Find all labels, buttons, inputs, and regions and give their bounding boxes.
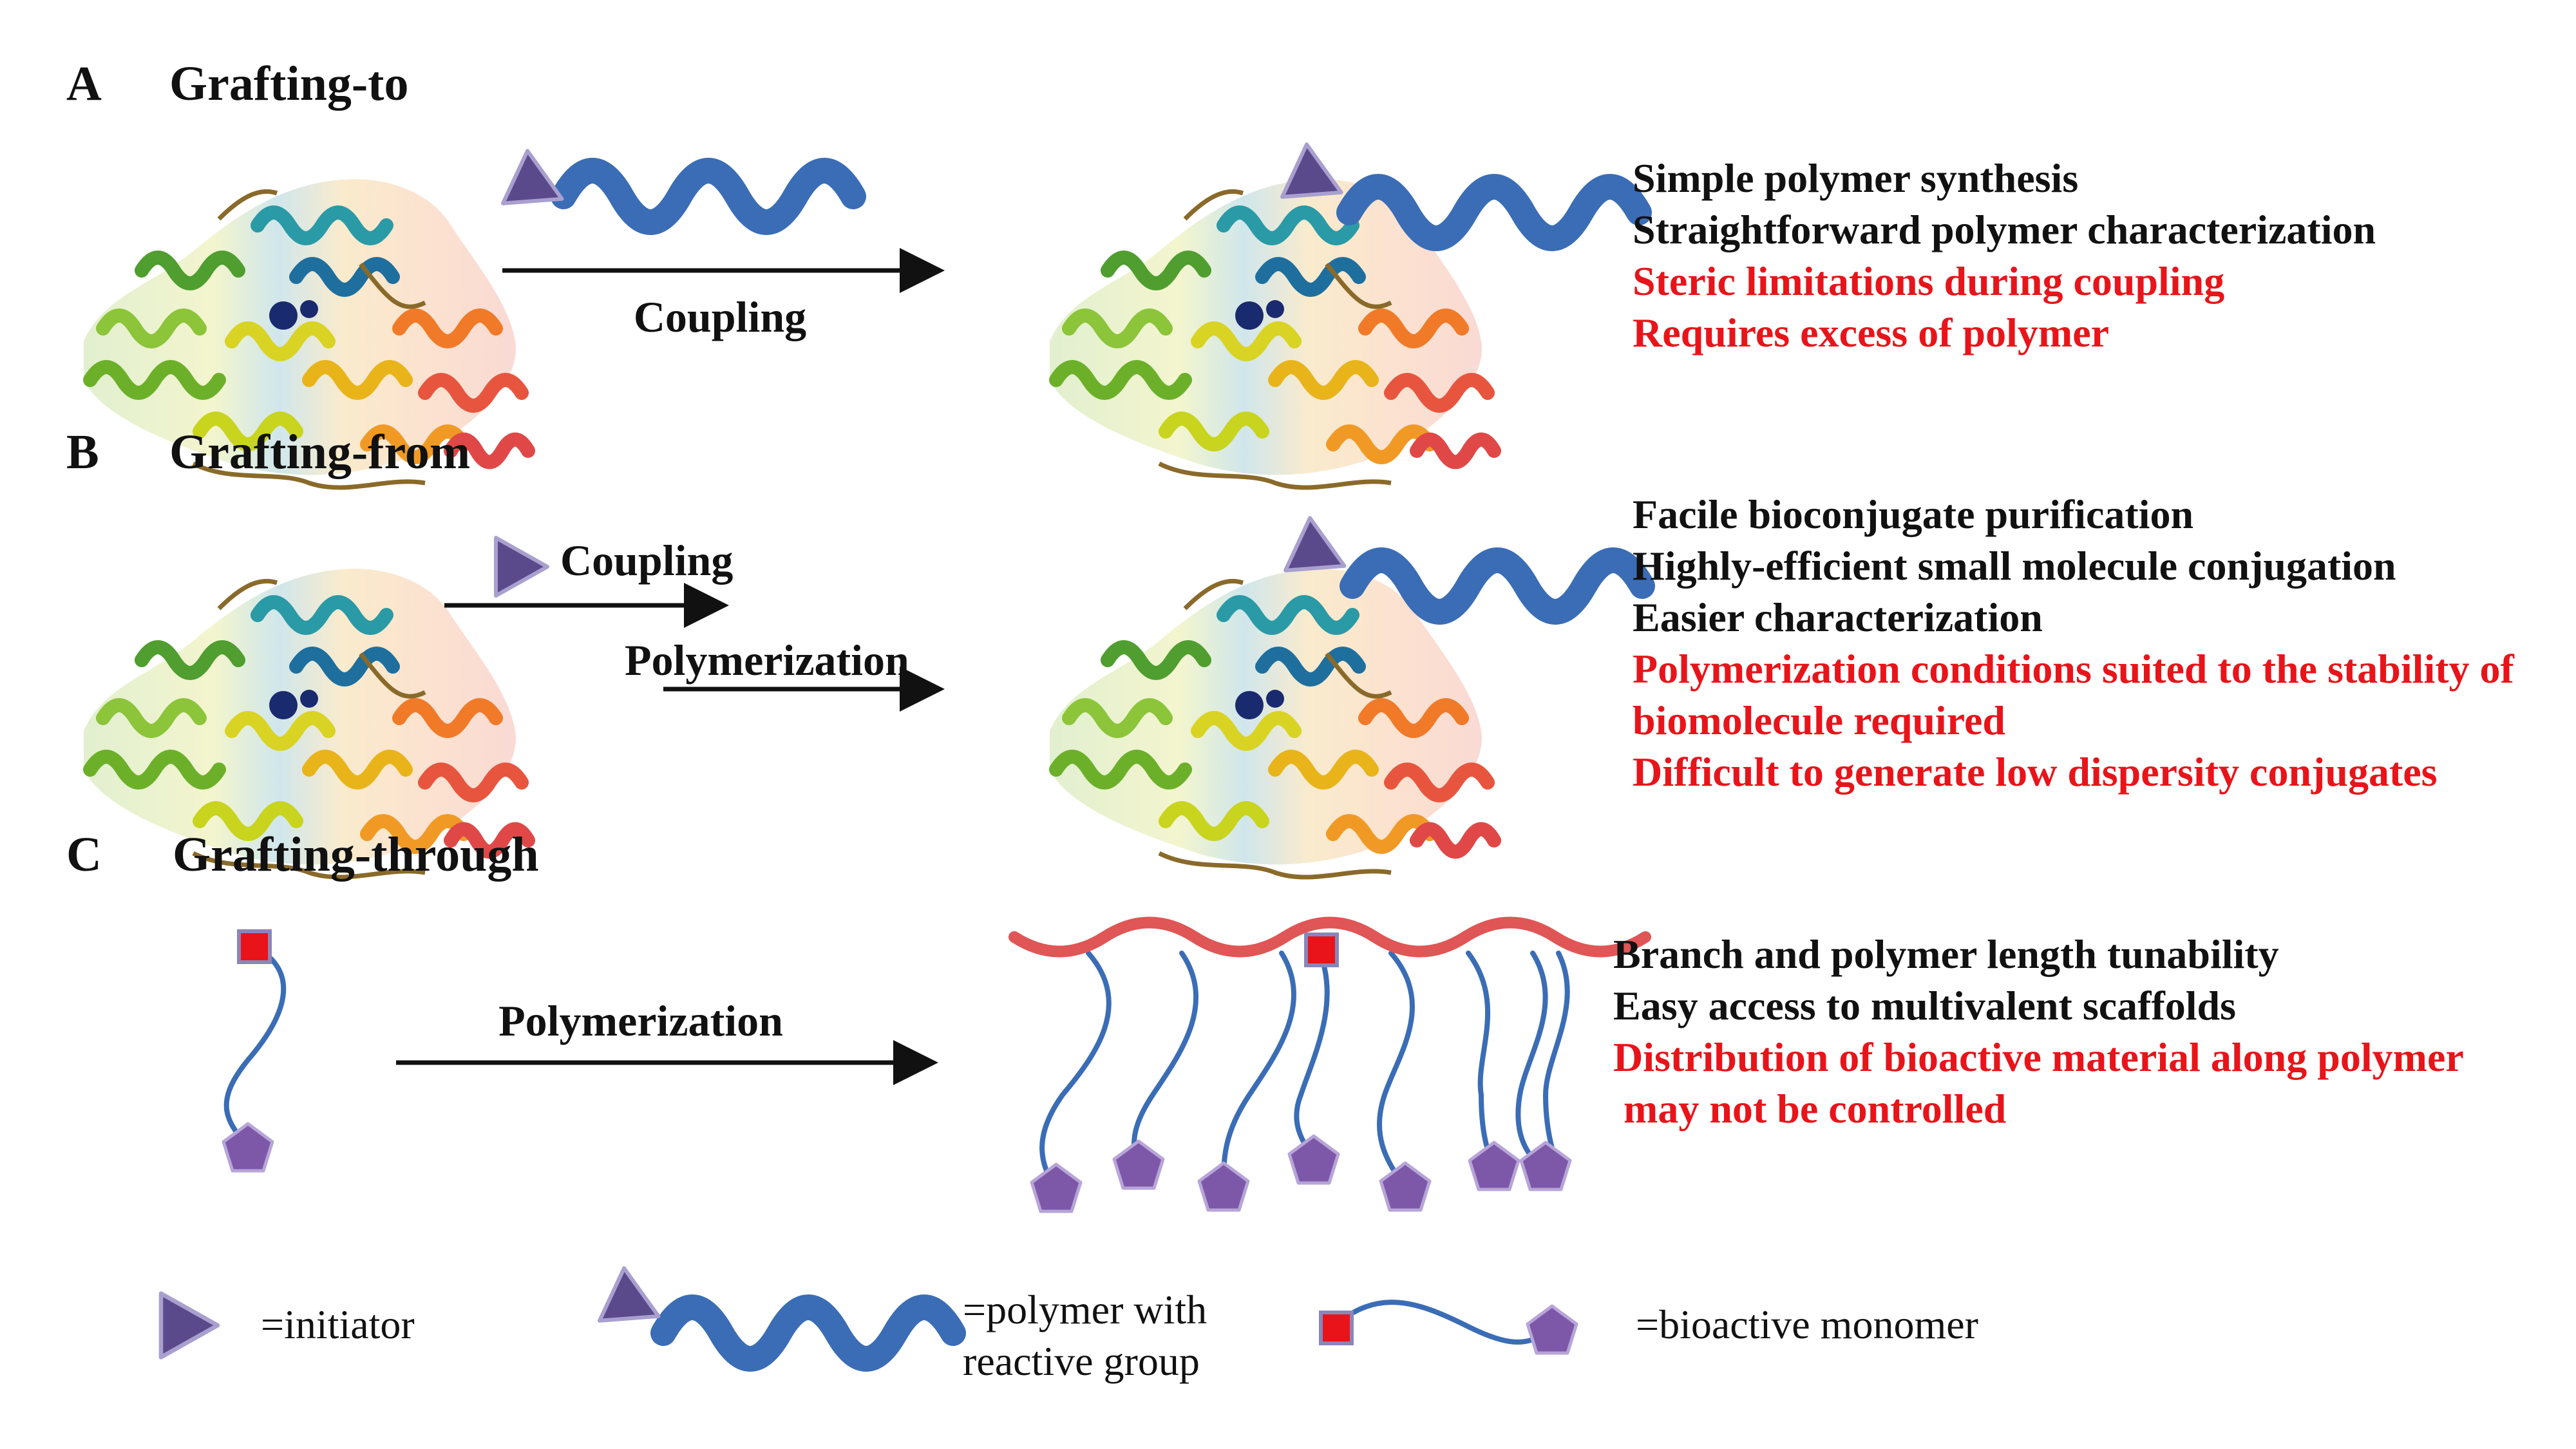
panel-b-limitation: Polymerization conditions suited to the … [1633, 646, 2515, 692]
arrow-label-b-polymerization: Polymerization [625, 636, 909, 685]
panel-b-letter: B [66, 425, 99, 479]
panel-b-advantage: Easier characterization [1633, 594, 2043, 640]
panel-c-advantage: Easy access to multivalent scaffolds [1613, 983, 2236, 1028]
arrow-label-a-coupling: Coupling [634, 292, 806, 341]
bioactive-monomer-icon [1321, 1300, 1577, 1353]
panel-c-advantage: Branch and polymer length tunability [1613, 931, 2279, 977]
initiator-triangle-icon [161, 1294, 218, 1358]
panel-c-title: Grafting-through [173, 828, 539, 882]
panel-a-letter: A [66, 57, 102, 111]
bioactive-monomer-c [223, 931, 287, 1171]
legend-initiator-label: =initiator [261, 1302, 415, 1347]
legend-monomer-label: =bioactive monomer [1636, 1302, 1978, 1347]
grown-polymer-b [1285, 518, 1655, 625]
arrow-label-b-coupling: Coupling [560, 536, 733, 585]
panel-b-advantage: Highly-efficient small molecule conjugat… [1633, 543, 2396, 589]
panel-a-properties: Simple polymer synthesis Straightforward… [1633, 155, 2376, 355]
panel-b-advantage: Facile bioconjugate purification [1633, 491, 2193, 537]
brush-polymer-c [1009, 916, 1651, 1212]
panel-c-limitation: may not be controlled [1613, 1086, 2006, 1132]
panel-a-limitation: Steric limitations during coupling [1633, 258, 2224, 304]
arrow-label-c-polymerization: Polymerization [498, 996, 783, 1045]
polymer-coil-icon [600, 1268, 966, 1372]
panel-c-limitation: Distribution of bioactive material along… [1613, 1034, 2464, 1080]
legend-polymer-label-line2: reactive group [963, 1338, 1200, 1384]
panel-c-letter: C [66, 828, 102, 882]
conjugated-polymer-a [1282, 144, 1652, 251]
panel-b-properties: Facile bioconjugate purification Highly-… [1633, 491, 2515, 795]
panel-a-advantage: Straightforward polymer characterization [1633, 207, 2376, 252]
initiator-reagent-b [496, 538, 547, 596]
panel-b-limitation: Difficult to generate low dispersity con… [1633, 749, 2438, 795]
polymer-reagent-a [503, 151, 866, 235]
panel-c-properties: Branch and polymer length tunability Eas… [1613, 931, 2464, 1132]
panel-a-advantage: Simple polymer synthesis [1633, 155, 2078, 201]
panel-a-title: Grafting-to [169, 57, 408, 111]
legend: =initiator =polymer with reactive group … [161, 1268, 1978, 1384]
panel-b-limitation: biomolecule required [1633, 697, 2005, 743]
legend-polymer-label-line1: =polymer with [963, 1287, 1207, 1332]
panel-a-limitation: Requires excess of polymer [1633, 310, 2109, 355]
panel-b-title: Grafting-from [169, 425, 470, 479]
